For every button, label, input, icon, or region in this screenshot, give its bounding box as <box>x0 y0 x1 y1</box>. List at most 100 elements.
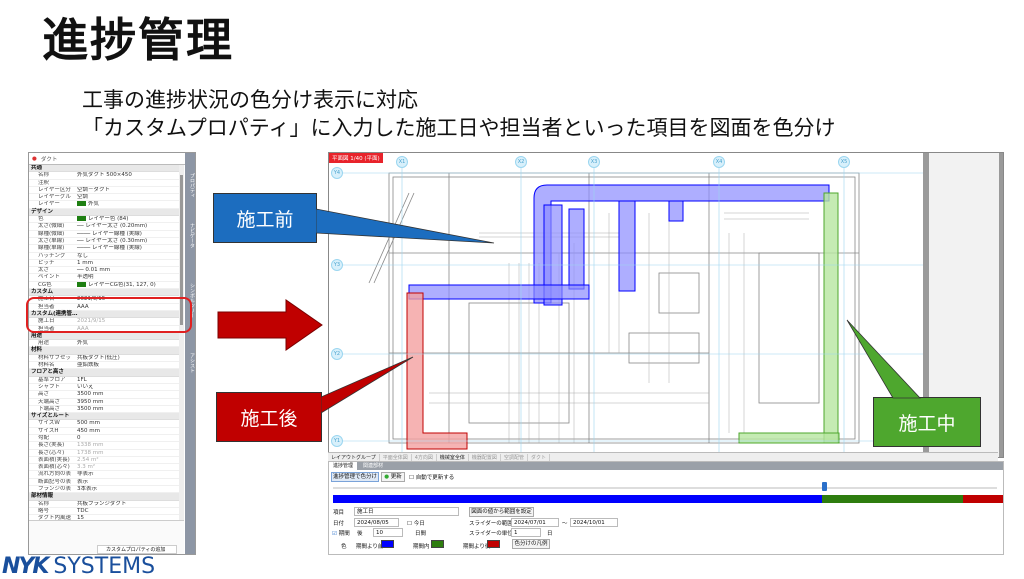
property-row[interactable]: 名称外気ダクト 500×450 <box>29 172 179 180</box>
during-color-swatch[interactable] <box>431 540 444 548</box>
range-to-field[interactable]: 2024/10/01 <box>570 518 618 527</box>
property-row[interactable]: 線種(微細)──── レイヤー線種 (実線) <box>29 231 179 238</box>
property-key: 太さ(単線) <box>38 237 65 244</box>
item-select[interactable]: 施工日 <box>354 507 459 516</box>
period-checkbox[interactable]: ☑ 期間 <box>332 531 350 537</box>
view-tab-active[interactable]: 機械室全体 <box>437 453 469 461</box>
set-range-from-drawing-button[interactable]: 図面の値から範囲を設定 <box>469 507 534 517</box>
tab-progress[interactable]: 進捗管理 <box>329 462 358 470</box>
side-tab-assist[interactable]: アシスト <box>189 353 195 373</box>
property-key: 太さ <box>38 267 50 274</box>
property-row[interactable]: CG色レイヤーCG色(31, 127, 0) <box>29 281 179 290</box>
property-row[interactable]: 太さ(微細)── レイヤー太さ (0.20mm) <box>29 223 179 231</box>
property-row[interactable]: 長さ(実長)1338 mm <box>29 442 179 450</box>
date-field[interactable]: 2024/08/05 <box>354 518 399 527</box>
color-by-progress-button[interactable]: 進捗管理で色分け <box>331 472 379 482</box>
property-row[interactable]: 名称共板フランジダクト <box>29 501 179 508</box>
property-section[interactable]: サイズとルート <box>29 413 179 421</box>
property-row[interactable]: 表面積(実長)2.54 m² <box>29 457 179 465</box>
property-value: 空調－ダクト <box>71 187 179 193</box>
property-row[interactable]: レイヤーグループ空調 <box>29 194 179 202</box>
view-label[interactable]: 平面図 1/40 (平面) <box>329 153 383 163</box>
property-row[interactable]: ペイント半透明 <box>29 274 179 282</box>
view-tab[interactable]: 機器配置図 <box>469 453 501 461</box>
view-tab[interactable]: 4方向図 <box>412 453 437 461</box>
during-label: 期間内 <box>413 544 430 550</box>
progress-slider-track[interactable] <box>333 487 997 489</box>
property-row[interactable]: レイヤー区分空調－ダクト <box>29 187 179 195</box>
property-row[interactable]: ダクト内風速(上…15 <box>29 515 179 520</box>
property-row[interactable]: 材料サブセット共板ダクト(低圧) <box>29 355 179 363</box>
view-tab[interactable]: 空調配管 <box>501 453 528 461</box>
property-row[interactable]: 色レイヤー色 (84) <box>29 216 179 224</box>
slider-unit-field[interactable]: 1 <box>511 528 541 537</box>
property-row[interactable]: 断面記号の表示表示 <box>29 479 179 487</box>
before-color-swatch[interactable] <box>381 540 394 548</box>
side-tab-symbol-tree[interactable]: シンボルツリー <box>189 283 195 318</box>
property-section[interactable]: カスタム <box>29 289 179 297</box>
property-section[interactable]: 用途 <box>29 332 179 341</box>
property-section[interactable]: 材料 <box>29 347 179 355</box>
property-value-text: 3500 mm <box>77 405 104 412</box>
property-value: 500 mm <box>71 420 179 426</box>
property-panel-header[interactable]: ●ダクト <box>29 153 195 165</box>
property-row[interactable]: 材料名亜鉛鉄板 <box>29 362 179 370</box>
period-direction-select[interactable]: 後 <box>357 531 363 537</box>
property-value: 空調 <box>71 194 179 200</box>
side-tab-navigator[interactable]: ナビゲータ <box>189 223 195 248</box>
after-label: 期間より後 <box>463 544 491 550</box>
property-row[interactable]: シャフトいいえ <box>29 384 179 392</box>
property-value: レイヤー色 (84) <box>71 216 179 222</box>
property-value-text: 450 mm <box>77 427 100 434</box>
auto-refresh-checkbox[interactable]: ☐ 自動で更新する <box>409 475 455 481</box>
view-tab[interactable]: ダクト <box>528 453 550 461</box>
progress-slider-thumb[interactable] <box>822 482 828 491</box>
property-value-text: 500 mm <box>77 420 100 427</box>
property-row[interactable]: 流れ方向の表示非表示 <box>29 471 179 479</box>
after-color-swatch[interactable] <box>487 540 500 548</box>
view-tab[interactable]: 平面全体図 <box>380 453 412 461</box>
property-row[interactable]: 太さ(単線)── レイヤー太さ (0.30mm) <box>29 237 179 246</box>
side-tab-property[interactable]: プロパティ <box>189 173 195 198</box>
property-section[interactable]: 部材情報 <box>29 493 179 501</box>
today-checkbox[interactable]: ☐ 今日 <box>407 521 425 527</box>
property-row[interactable]: レイヤー外気 <box>29 201 179 209</box>
property-section[interactable]: 共通 <box>29 165 179 173</box>
property-section[interactable]: フロアと高さ <box>29 369 179 377</box>
property-row[interactable]: 長さ(芯々)1738 mm <box>29 450 179 457</box>
property-value-text: ──── レイヤー線種 (実線) <box>77 230 142 237</box>
tab-related-members[interactable]: 関連部材 <box>363 463 384 469</box>
property-value-text: 3本表示 <box>77 486 97 493</box>
color-swatch <box>77 201 86 207</box>
range-from-field[interactable]: 2024/07/01 <box>511 518 559 527</box>
property-scrollbar[interactable] <box>179 165 184 520</box>
right-arrow-icon <box>217 299 323 351</box>
property-section[interactable]: デザイン <box>29 208 179 217</box>
period-value-field[interactable]: 10 <box>373 528 403 537</box>
property-row[interactable]: フランジの表現3本表示 <box>29 486 179 494</box>
property-row[interactable]: 表面積(芯々)3.3 m² <box>29 464 179 472</box>
property-row[interactable]: 線種(単線)──── レイヤー線種 (実線) <box>29 245 179 253</box>
color-legend-button[interactable]: 色分けの凡例 <box>512 539 550 549</box>
floor-plan-drawing <box>343 168 923 457</box>
add-custom-property-dropdown[interactable]: カスタムプロパティの追加 <box>97 545 177 554</box>
property-row[interactable]: 用途外気 <box>29 340 179 348</box>
layout-group-select[interactable]: レイアウトグループ <box>328 453 380 461</box>
property-row[interactable]: 注釈 <box>29 180 179 187</box>
property-section[interactable]: カスタム(連携管… <box>29 310 179 319</box>
property-row[interactable]: ハッチングなし <box>29 253 179 260</box>
refresh-button[interactable]: ● 更新 <box>381 472 405 482</box>
property-row[interactable]: 太さ── 0.01 mm <box>29 267 179 275</box>
